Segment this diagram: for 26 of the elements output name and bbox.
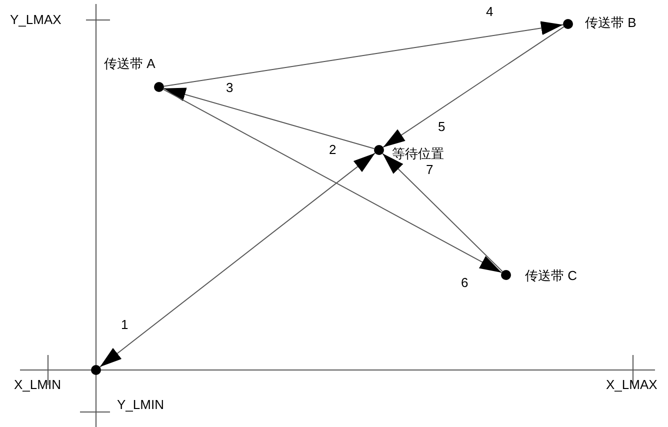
step-number: 3 (226, 81, 234, 95)
arrow (163, 21, 564, 87)
arrow (382, 26, 564, 148)
position-label: 等待位置 (392, 147, 444, 161)
step-number: 4 (486, 5, 494, 19)
arrow (162, 88, 502, 274)
axis-limit-label: Y_LMIN (117, 398, 164, 412)
position-label: 传送带 B (585, 16, 636, 30)
position-label: 传送带 C (525, 269, 577, 283)
position-dot (154, 82, 164, 92)
position-dot (91, 365, 101, 375)
step-number: 5 (438, 120, 446, 134)
arrow (163, 88, 375, 150)
position-dot (501, 270, 511, 280)
axis-limit-label: X_LMIN (14, 378, 61, 392)
step-number: 7 (426, 163, 434, 177)
position-dot (563, 19, 573, 29)
arrow (99, 152, 376, 368)
axis-limit-label: Y_LMAX (10, 13, 62, 27)
axis-limit-label: X_LMAX (606, 378, 658, 392)
step-number: 2 (329, 143, 336, 157)
arrow (382, 153, 503, 272)
position-dot (374, 145, 384, 155)
position-label: 传送带 A (104, 57, 156, 71)
step-number: 6 (461, 276, 468, 290)
step-number: 1 (121, 318, 128, 332)
